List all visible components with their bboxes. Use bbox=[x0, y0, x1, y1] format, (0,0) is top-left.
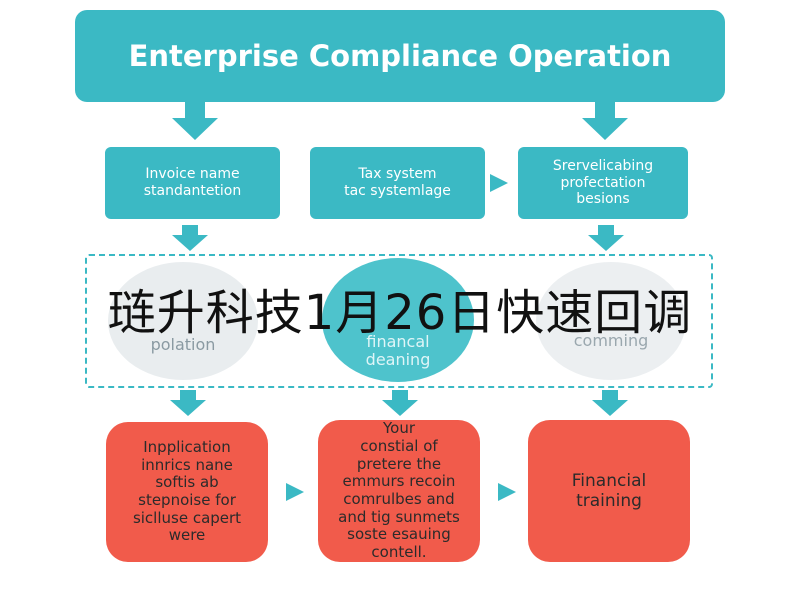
right-arrow-icon bbox=[498, 483, 516, 501]
down-arrow-icon bbox=[172, 100, 218, 140]
step-box-tax-system: Tax system tac systemlage bbox=[310, 147, 485, 219]
circle-node-center: financal deaning bbox=[322, 258, 474, 382]
circle-node-left: polation bbox=[108, 262, 258, 380]
circle-node-center-label: financal deaning bbox=[365, 331, 431, 369]
circle-node-right-label: comming bbox=[573, 330, 649, 350]
overlay-headline: 琏升科技1月26日快速回调 bbox=[107, 285, 693, 341]
down-arrow-icon bbox=[592, 390, 628, 416]
down-arrow-icon bbox=[588, 225, 624, 251]
dashed-group-container bbox=[85, 254, 713, 388]
down-arrow-icon bbox=[582, 100, 628, 140]
outcome-box-financial-training: Financial training bbox=[528, 420, 690, 562]
down-arrow-icon bbox=[382, 390, 418, 416]
down-arrow-icon bbox=[170, 390, 206, 416]
diagram-title: Enterprise Compliance Operation bbox=[75, 10, 725, 102]
circle-node-right: comming bbox=[536, 262, 686, 380]
step-box-invoice-standardization: Invoice name standantetion bbox=[105, 147, 280, 219]
outcome-box-control: Your constial of pretere the emmurs reco… bbox=[318, 419, 480, 562]
right-arrow-icon bbox=[490, 174, 508, 192]
right-arrow-icon bbox=[286, 483, 304, 501]
step-box-service-profectation: Srervelicabing profectation besions bbox=[518, 147, 688, 219]
circle-node-left-label: polation bbox=[150, 334, 216, 354]
down-arrow-icon bbox=[172, 225, 208, 251]
outcome-box-application: Inpplication innrics nane softis ab step… bbox=[106, 422, 268, 562]
